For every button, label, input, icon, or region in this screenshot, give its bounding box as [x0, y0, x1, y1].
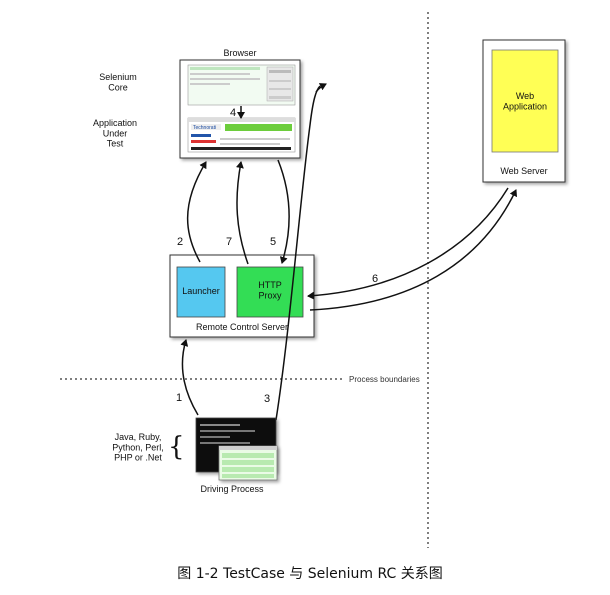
browser-window: Technorati	[179, 59, 301, 159]
web-server-title: Web Server	[500, 166, 547, 176]
svg-text:Technorati: Technorati	[193, 125, 216, 131]
step-3-arrow	[275, 85, 321, 421]
process-boundaries-label: Process boundaries	[349, 375, 420, 384]
step-3-label: 3	[264, 393, 270, 405]
step-3-arrowhead	[315, 83, 327, 93]
step-5-label: 5	[270, 236, 276, 248]
step-1-label: 1	[176, 392, 182, 404]
remote-control-title: Remote Control Server	[196, 322, 288, 332]
step-1-arrow	[180, 339, 199, 416]
step-7-label: 7	[226, 236, 232, 248]
aut-screenshot: Technorati	[187, 117, 296, 153]
web-application-box	[491, 49, 559, 153]
figure-caption: 图 1-2 TestCase 与 Selenium RC 关系图	[177, 566, 442, 582]
step-4-label: 4	[230, 107, 236, 119]
browser-title: Browser	[223, 48, 256, 58]
step-2-label: 2	[177, 236, 183, 248]
step-6-arrow-to-proxy	[307, 187, 509, 300]
curly-brace-icon: {	[168, 432, 185, 462]
driving-process-screenshot	[195, 417, 278, 481]
selenium-core-screenshot	[187, 64, 296, 106]
step-5-arrow	[277, 159, 290, 264]
step-6-label: 6	[372, 273, 378, 285]
languages-label: Java, Ruby,Python, Perl,PHP or .Net	[112, 432, 164, 463]
launcher-label: Launcher	[182, 286, 220, 296]
launcher-box	[176, 266, 226, 318]
step-2-arrow	[186, 161, 207, 263]
driving-process-title: Driving Process	[200, 484, 264, 494]
step-7-arrow	[235, 161, 249, 265]
step-6-arrow-to-web-server	[309, 189, 518, 311]
